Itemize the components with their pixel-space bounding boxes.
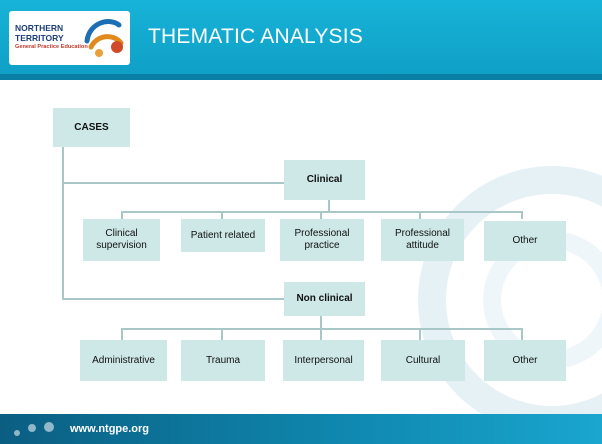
logo-text-northern: NORTHERN [15,23,64,33]
connector-nonclinical-stem [320,316,322,329]
logo-text-subtitle: General Practice Education [15,44,88,50]
node-professional-attitude: Professional attitude [381,219,464,261]
node-cases: CASES [53,108,130,147]
connector-clinical-drop [221,211,223,219]
node-clinical-other: Other [484,221,566,261]
node-clinical: Clinical [284,160,365,200]
slide-footer: www.ntgpe.org [0,414,602,444]
footer-dot-icon [14,430,20,436]
connector-nonclinical-drop [121,328,123,340]
ntgpe-logo: NORTHERN TERRITORY General Practice Educ… [9,11,130,65]
node-patient-related: Patient related [181,219,265,252]
logo-text-territory: TERRITORY [15,33,64,43]
connector-clinical-drop [121,211,123,219]
logo-swirl-icon [84,19,124,57]
header-band [0,74,602,80]
footer-dot-icon [28,424,36,432]
connector-root-trunk [62,147,64,299]
connector-root-to-clinical [62,182,284,184]
node-interpersonal: Interpersonal [283,340,364,381]
connector-clinical-drop [419,211,421,219]
connector-clinical-stem [328,200,330,212]
connector-nonclinical-drop [221,328,223,340]
footer-dot-icon [44,422,54,432]
connector-clinical-bar [121,211,523,213]
connector-nonclinical-drop [521,328,523,340]
node-clinical-supervision: Clinical supervision [83,219,160,261]
node-trauma: Trauma [181,340,265,381]
node-administrative: Administrative [80,340,167,381]
background-watermark-icon [418,166,602,434]
node-cultural: Cultural [381,340,465,381]
footer-url: www.ntgpe.org [70,423,150,435]
connector-clinical-drop [521,211,523,219]
node-professional-practice: Professional practice [280,219,364,261]
connector-root-to-nonclinical [62,298,284,300]
node-non-clinical-other: Other [484,340,566,381]
connector-clinical-drop [320,211,322,219]
connector-nonclinical-drop [419,328,421,340]
connector-nonclinical-drop [320,328,322,340]
slide-title: THEMATIC ANALYSIS [148,25,363,48]
slide-header: NORTHERN TERRITORY General Practice Educ… [0,0,602,80]
connector-nonclinical-bar [121,328,523,330]
node-non-clinical: Non clinical [284,282,365,316]
